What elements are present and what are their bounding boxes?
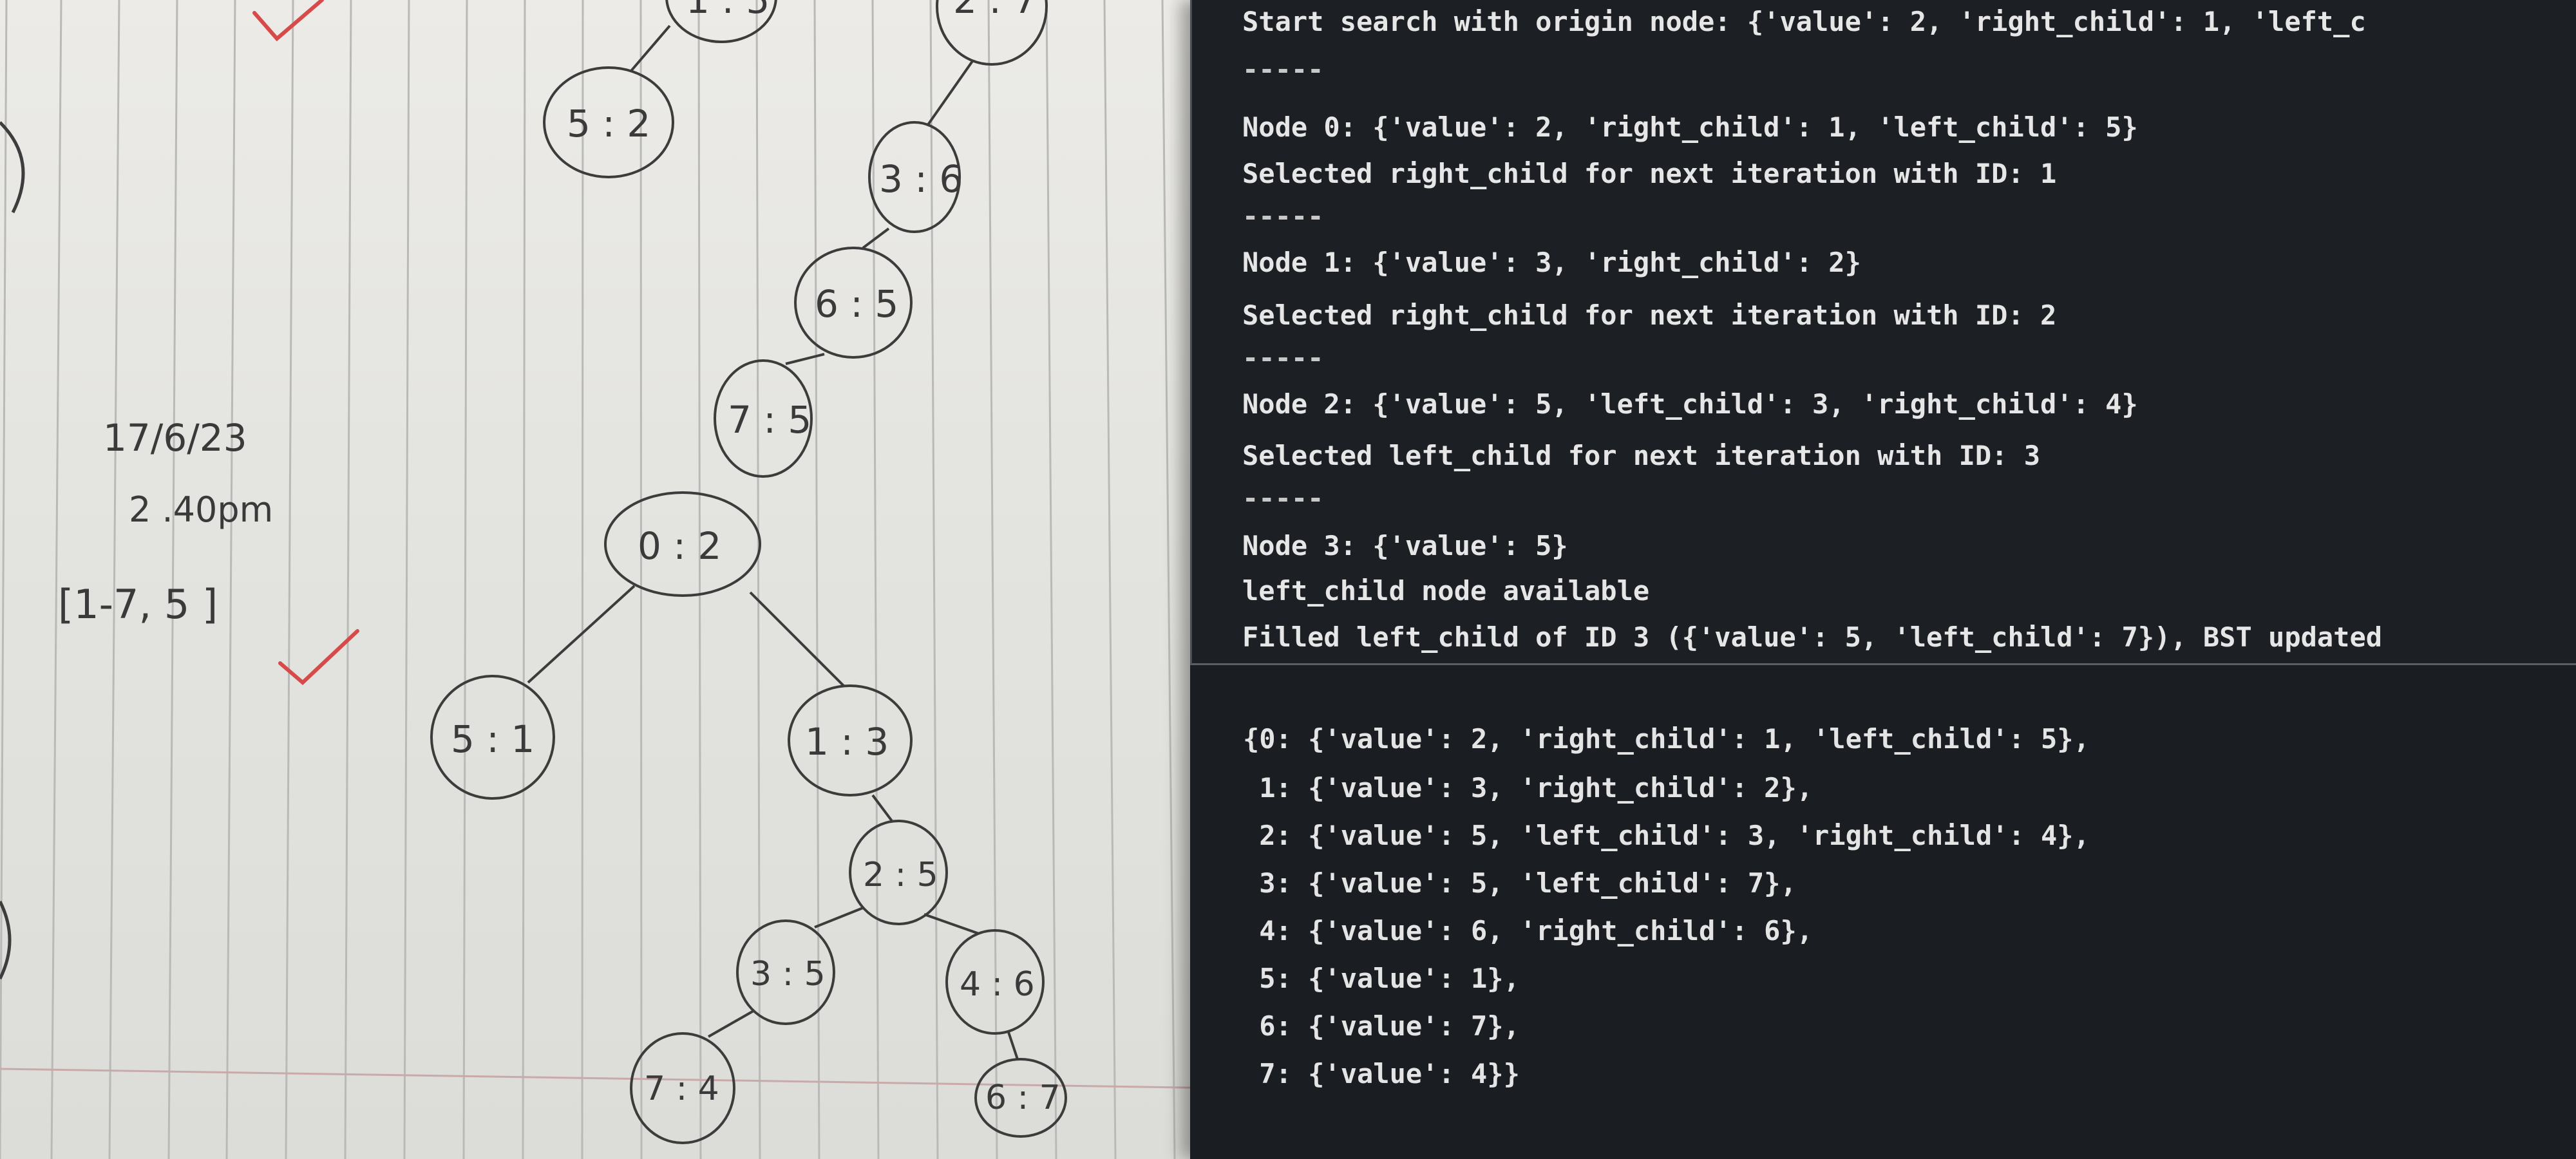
dict-line: 1: {'value': 3, 'right_child': 2}, <box>1243 772 1814 804</box>
bst-dict-output: {0: {'value': 2, 'right_child': 1, 'left… <box>1190 683 2576 1133</box>
upper-node-label: 2 : 7 <box>953 0 1037 22</box>
notebook-page: 17/6/23 2 .40pm [1-7, 5 ] 1 : 5 2 : 7 5 … <box>0 0 1224 1159</box>
red-check-icon <box>278 629 359 686</box>
log-line: Node 3: {'value': 5} <box>1242 530 1568 561</box>
dict-line: 2: {'value': 5, 'left_child': 3, 'right_… <box>1243 820 2090 851</box>
handwritten-time: 2 .40pm <box>129 489 273 530</box>
log-line: Filled left_child of ID 3 ({'value': 5, … <box>1242 621 2383 653</box>
dict-line: 4: {'value': 6, 'right_child': 6}, <box>1243 915 1814 947</box>
dict-line: 7: {'value': 4}} <box>1243 1058 1520 1089</box>
lower-node-label: 1 : 3 <box>805 720 889 764</box>
upper-node-label: 5 : 2 <box>567 102 650 146</box>
handwritten-range: [1-7, 5 ] <box>58 581 218 628</box>
lower-node-label: 5 : 1 <box>451 717 535 761</box>
log-line: left_child node available <box>1242 575 1650 607</box>
dict-line: 6: {'value': 7}, <box>1243 1010 1520 1042</box>
log-line: Selected right_child for next iteration … <box>1242 299 2057 331</box>
log-line: Selected right_child for next iteration … <box>1242 158 2057 189</box>
log-line: Node 0: {'value': 2, 'right_child': 1, '… <box>1242 111 2138 143</box>
upper-node-label: 7 : 5 <box>728 398 811 442</box>
lower-node-label: 0 : 2 <box>638 524 721 568</box>
log-line: Node 2: {'value': 5, 'left_child': 3, 'r… <box>1242 388 2138 420</box>
notebook-drawing: 17/6/23 2 .40pm [1-7, 5 ] 1 : 5 2 : 7 5 … <box>0 0 1224 1159</box>
terminal-window: Start search with origin node: {'value':… <box>1190 0 2576 1159</box>
log-line: Selected left_child for next iteration w… <box>1242 440 2041 471</box>
log-separator: ----- <box>1242 200 1324 232</box>
log-line: Node 1: {'value': 3, 'right_child': 2} <box>1242 247 1861 278</box>
log-separator: ----- <box>1242 342 1324 373</box>
lower-node-label: 6 : 7 <box>985 1079 1061 1117</box>
log-separator: ----- <box>1242 482 1324 514</box>
log-separator: ----- <box>1242 53 1324 85</box>
dict-line: 3: {'value': 5, 'left_child': 7}, <box>1243 867 1797 899</box>
red-check-icon-top <box>252 0 324 42</box>
dict-line: {0: {'value': 2, 'right_child': 1, 'left… <box>1243 723 2090 755</box>
lower-node-label: 4 : 6 <box>960 965 1035 1004</box>
upper-node-label: 3 : 6 <box>879 157 963 201</box>
dict-line: 5: {'value': 1}, <box>1243 963 1520 994</box>
output-log-pane[interactable]: Start search with origin node: {'value':… <box>1190 0 2576 665</box>
lower-node-label: 2 : 5 <box>863 856 938 894</box>
lower-node-label: 3 : 5 <box>750 955 826 994</box>
handwritten-date: 17/6/23 <box>103 416 247 460</box>
log-line: Start search with origin node: {'value':… <box>1242 6 2366 37</box>
lower-node-label: 7 : 4 <box>644 1069 719 1108</box>
upper-node-label: 6 : 5 <box>815 282 898 326</box>
upper-node-label: 1 : 5 <box>686 0 770 22</box>
